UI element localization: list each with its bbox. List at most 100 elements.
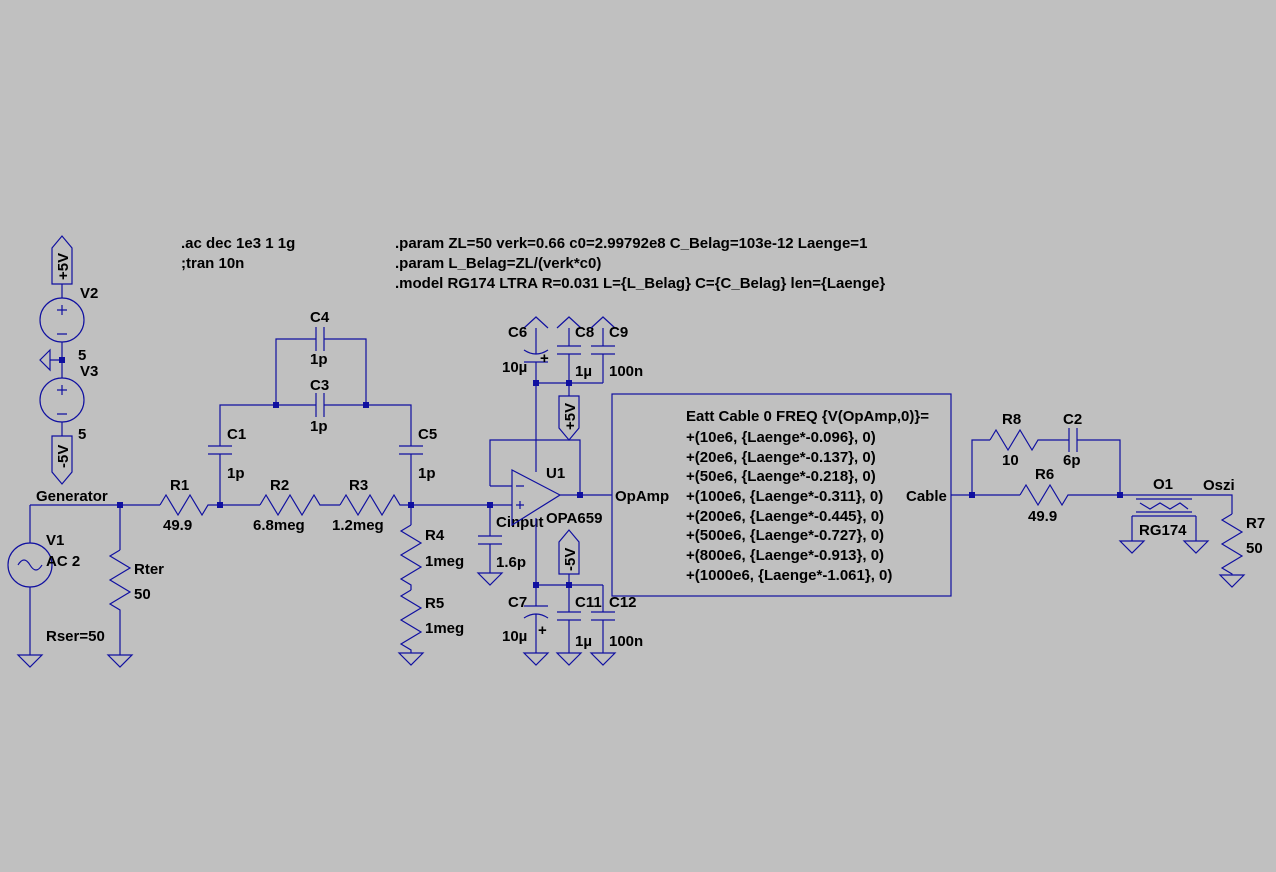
eatt-row: +(200e6, {Laenge*-0.445}, 0): [686, 508, 884, 525]
r4-value: 1meg: [425, 553, 464, 570]
r1-value: 49.9: [163, 517, 192, 534]
capacitor-c11[interactable]: [557, 585, 581, 653]
tran-directive[interactable]: ;tran 10n: [181, 255, 244, 272]
p5v-flag-label: +5V: [55, 253, 72, 280]
c9-name: C9: [609, 324, 628, 341]
rter-value: 50: [134, 586, 151, 603]
c6-name: C6: [508, 324, 527, 341]
model-directive[interactable]: .model RG174 LTRA R=0.031 L={L_Belag} C=…: [395, 275, 885, 292]
r7-name: R7: [1246, 515, 1265, 532]
voltage-source-v2[interactable]: [39, 297, 85, 343]
c1-value: 1p: [227, 465, 245, 482]
cinput-value: 1.6p: [496, 554, 526, 571]
resistor-rter[interactable]: [108, 549, 132, 655]
r7-value: 50: [1246, 540, 1263, 557]
resistor-r1[interactable]: [159, 493, 260, 517]
p5v-flag-label: +5V: [562, 403, 579, 430]
capacitor-c6[interactable]: [523, 328, 549, 383]
c8-value: 1µ: [575, 363, 592, 380]
u1-name: U1: [546, 465, 565, 482]
c5-value: 1p: [418, 465, 436, 482]
capacitor-c3[interactable]: [276, 393, 366, 417]
p5v-flag-top: +5V: [51, 235, 73, 285]
ground-symbol: [556, 652, 582, 666]
r4-name: R4: [425, 527, 445, 544]
c12-value: 100n: [609, 633, 643, 650]
ground-symbol: [1119, 540, 1145, 554]
capacitor-c9[interactable]: [591, 328, 615, 383]
v3-value: 5: [78, 426, 86, 443]
r1-name: R1: [170, 477, 189, 494]
v2-name: V2: [80, 285, 98, 302]
resistor-r6[interactable]: [1019, 483, 1132, 507]
v1-rser: Rser=50: [46, 628, 105, 645]
voltage-source-v3[interactable]: [39, 377, 85, 423]
r2-name: R2: [270, 477, 289, 494]
capacitor-c12[interactable]: [591, 585, 615, 653]
c2-name: C2: [1063, 411, 1082, 428]
resistor-r7[interactable]: [1220, 513, 1244, 575]
r2-value: 6.8meg: [253, 517, 305, 534]
eatt-row: +(800e6, {Laenge*-0.913}, 0): [686, 547, 884, 564]
resistor-r8[interactable]: [989, 428, 1069, 452]
ac-directive[interactable]: .ac dec 1e3 1 1g: [181, 235, 295, 252]
r6-value: 49.9: [1028, 508, 1057, 525]
c7-polarity: +: [538, 622, 547, 639]
transmission-line-o1[interactable]: [1131, 494, 1197, 541]
m5v-flag-u1: -5V: [558, 529, 580, 575]
c3-value: 1p: [310, 418, 328, 435]
eatt-row: +(50e6, {Laenge*-0.218}, 0): [686, 468, 876, 485]
resistor-r2[interactable]: [259, 493, 340, 517]
net-cable-label: Cable: [906, 488, 947, 505]
v2-value: 5: [78, 347, 86, 364]
wire-oszi: [1196, 494, 1233, 514]
capacitor-cinput[interactable]: [478, 505, 502, 573]
capacitor-c7[interactable]: [523, 585, 549, 653]
c9-value: 100n: [609, 363, 643, 380]
capacitor-c8[interactable]: [557, 328, 581, 383]
r3-name: R3: [349, 477, 368, 494]
r3-value: 1.2meg: [332, 517, 384, 534]
resistor-r5[interactable]: [399, 589, 423, 653]
supply-arrow: [590, 316, 616, 329]
v1-value: AC 2: [46, 553, 80, 570]
r8-name: R8: [1002, 411, 1021, 428]
eatt-row: +(500e6, {Laenge*-0.727}, 0): [686, 527, 884, 544]
capacitor-c4[interactable]: [275, 327, 367, 405]
ground-symbol: [107, 654, 133, 668]
wire-r8-left: [971, 439, 990, 495]
c6-polarity: +: [540, 350, 549, 367]
capacitor-c1[interactable]: [208, 404, 276, 505]
ground-symbol: [1183, 540, 1209, 554]
c6-value: 10µ: [502, 359, 527, 376]
c7-value: 10µ: [502, 628, 527, 645]
o1-name: O1: [1153, 476, 1173, 493]
net-oszi-label: Oszi: [1203, 477, 1235, 494]
capacitor-c5[interactable]: [366, 404, 423, 505]
cinput-name: Cinput: [496, 514, 543, 531]
opamp-u1[interactable]: [511, 469, 562, 527]
ground-flag-v2v3: [39, 348, 62, 372]
v1-name: V1: [46, 532, 64, 549]
c4-name: C4: [310, 309, 330, 326]
wire-feedback: [489, 439, 581, 495]
c11-name: C11: [575, 594, 602, 611]
param-directive-1[interactable]: .param ZL=50 verk=0.66 c0=2.99792e8 C_Be…: [395, 235, 867, 252]
capacitor-c2[interactable]: [1068, 428, 1121, 495]
eatt-row: +(20e6, {Laenge*-0.137}, 0): [686, 449, 876, 466]
ground-symbol: [523, 652, 549, 666]
supply-stack[interactable]: +5V V2 5 V3 5 -5V: [39, 235, 98, 485]
param-directive-2[interactable]: .param L_Belag=ZL/(verk*c0): [395, 255, 601, 272]
net-generator-label: Generator: [36, 488, 108, 505]
junction: [1117, 492, 1123, 498]
c8-name: C8: [575, 324, 594, 341]
c7-name: C7: [508, 594, 527, 611]
ground-symbol: [398, 652, 424, 666]
supply-arrow: [556, 316, 582, 329]
resistor-r4[interactable]: [399, 524, 423, 590]
v3-name: V3: [80, 363, 98, 380]
c12-name: C12: [609, 594, 637, 611]
c3-name: C3: [310, 377, 329, 394]
resistor-r3[interactable]: [339, 493, 490, 517]
